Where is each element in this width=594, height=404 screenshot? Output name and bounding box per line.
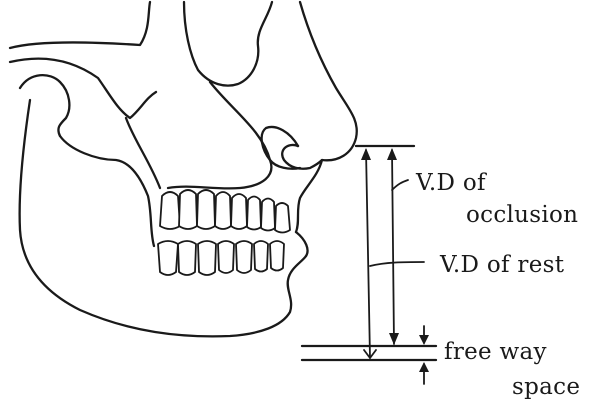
vd-occlusion-arrow-shaft	[392, 150, 394, 344]
vd-rest-leader	[370, 262, 424, 266]
nose-outline	[282, 2, 357, 169]
orbit-outline	[184, 2, 272, 86]
vd-rest-arrow-top	[361, 148, 371, 160]
freeway-label-line1: free way	[444, 341, 547, 364]
vd-occlusion-label-line2: occlusion	[466, 204, 578, 227]
vd-occlusion-arrow-top	[387, 148, 397, 160]
condyle	[20, 75, 69, 136]
zygomatic-arch	[10, 59, 156, 118]
lower-teeth	[158, 241, 284, 275]
cheek-contour	[168, 82, 271, 188]
ramus-inner	[60, 136, 154, 246]
vd-occlusion-label-line1: V.D of	[416, 172, 486, 195]
nasal-aperture	[262, 127, 300, 169]
cranium-outline	[10, 2, 150, 48]
maxilla-front	[296, 160, 322, 232]
vd-occlusion-arrow-bottom	[389, 333, 399, 345]
freeway-label-line2: space	[512, 376, 580, 399]
freeway-arrow-bottom-head	[419, 362, 429, 372]
vd-occlusion-leader	[392, 180, 408, 190]
vd-rest-label: V.D of rest	[440, 254, 564, 277]
freeway-arrow-top-head	[419, 335, 429, 345]
vd-rest-arrow-shaft	[366, 150, 370, 358]
chin-front	[296, 232, 308, 256]
upper-teeth	[160, 190, 290, 233]
coronoid-process	[126, 118, 160, 188]
